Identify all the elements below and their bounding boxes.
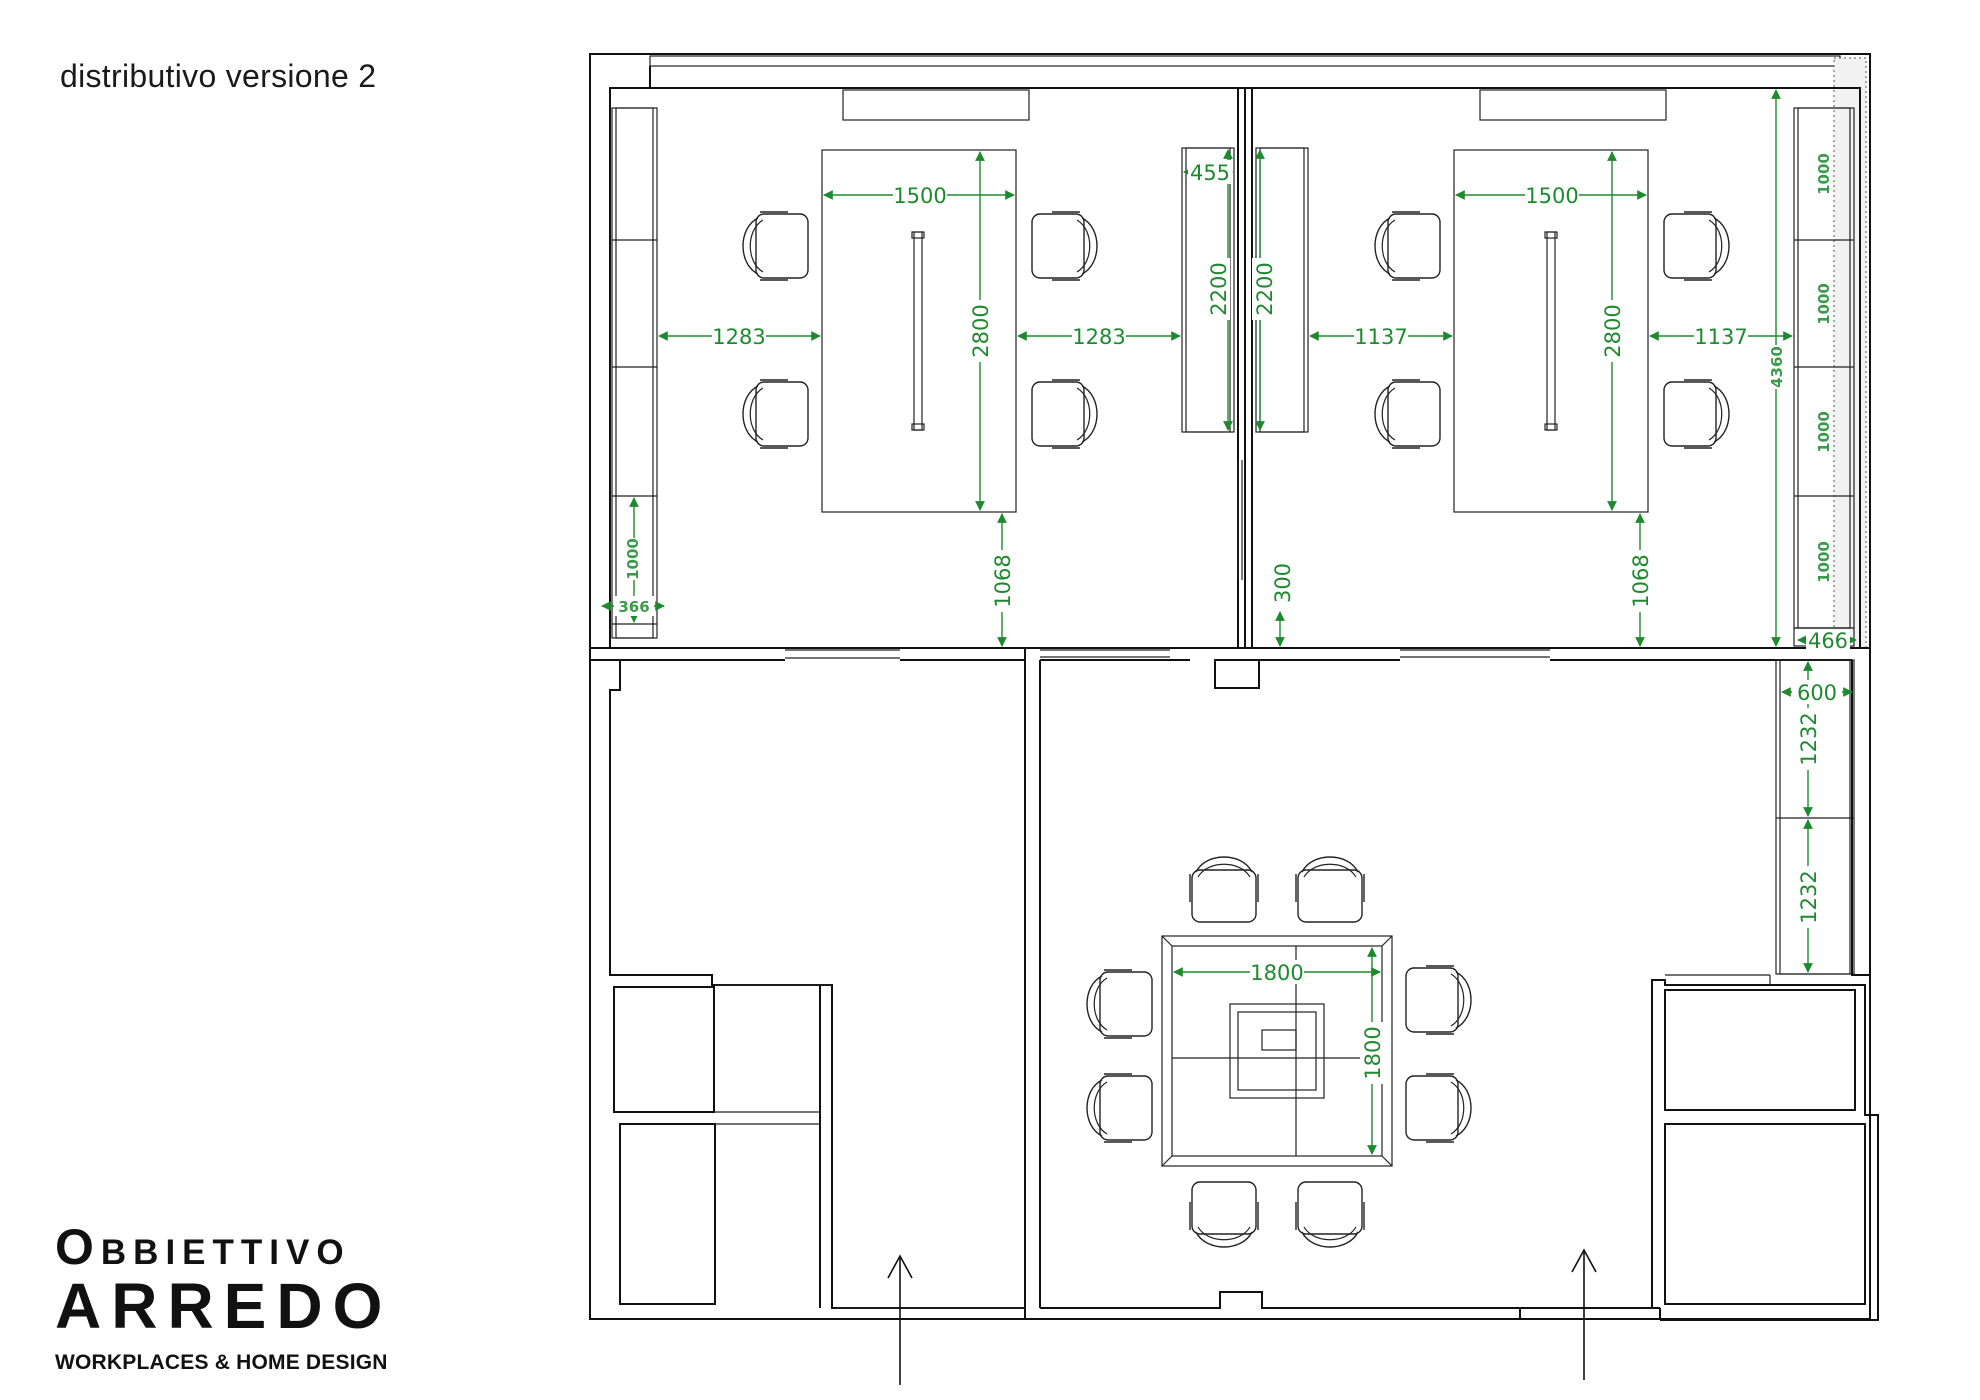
- dim-right-room-depth: 4360: [1768, 346, 1786, 388]
- entry-arrows: [887, 1248, 1597, 1385]
- room-bottom-right: [1651, 660, 1879, 1321]
- dim-right-shelf-depth: 466: [1808, 629, 1848, 653]
- dim-left-clear-right: 1283: [1072, 325, 1125, 349]
- dim-right-shelf-module-3: 1000: [1815, 411, 1833, 453]
- dim-meeting-table-depth: 1800: [1361, 1026, 1385, 1079]
- dim-left-desk-width: 1500: [893, 184, 946, 208]
- dim-right-clear-left: 1137: [1354, 325, 1407, 349]
- office-left: [609, 87, 1239, 649]
- dim-right-cabinet-length: 2200: [1253, 262, 1277, 315]
- dim-meeting-table-width: 1800: [1250, 961, 1303, 985]
- dim-right-door-offset: 300: [1271, 563, 1295, 603]
- dim-left-shelf-module: 1000: [624, 538, 642, 580]
- dim-right-desk-width: 1500: [1525, 184, 1578, 208]
- dim-left-shelf-depth: 366: [618, 598, 649, 616]
- dim-right-shelf-module-2: 1000: [1815, 283, 1833, 325]
- dim-left-cabinet-length: 2200: [1207, 262, 1231, 315]
- dim-meeting-cabinet-depth: 600: [1797, 681, 1837, 705]
- logo-tagline: WORKPLACES & HOME DESIGN: [55, 1351, 388, 1374]
- dim-right-shelf-module-4: 1000: [1815, 541, 1833, 583]
- dim-right-shelf-module-1: 1000: [1815, 153, 1833, 195]
- logo-line-obbiettivo: Obbiettivo: [55, 1219, 351, 1275]
- dim-right-clear-right: 1137: [1694, 325, 1747, 349]
- company-logo: Obbiettivo ARREDO WORKPLACES & HOME DESI…: [55, 1222, 435, 1376]
- office-right: [1237, 87, 1861, 649]
- room-bottom-left: [609, 660, 1025, 1309]
- dim-left-cabinet-depth: 455: [1190, 161, 1230, 185]
- dim-left-clear-bottom: 1068: [991, 554, 1015, 607]
- dim-meeting-cabinet-module-2: 1232: [1797, 870, 1821, 923]
- dim-right-desk-depth: 2800: [1601, 304, 1625, 357]
- dimension-labels: 1500 2800 1283 1283 1068 455 2200 366 10…: [614, 153, 1850, 1084]
- dim-left-desk-depth: 2800: [969, 304, 993, 357]
- dim-meeting-cabinet-module-1: 1232: [1797, 712, 1821, 765]
- meeting-room: [1040, 659, 1855, 1320]
- dim-left-clear-left: 1283: [712, 325, 765, 349]
- corridor-wall: [590, 647, 1870, 1320]
- logo-line-arredo: ARREDO: [55, 1270, 393, 1342]
- page-title: distributivo versione 2: [60, 58, 377, 94]
- dim-right-clear-bottom: 1068: [1629, 554, 1653, 607]
